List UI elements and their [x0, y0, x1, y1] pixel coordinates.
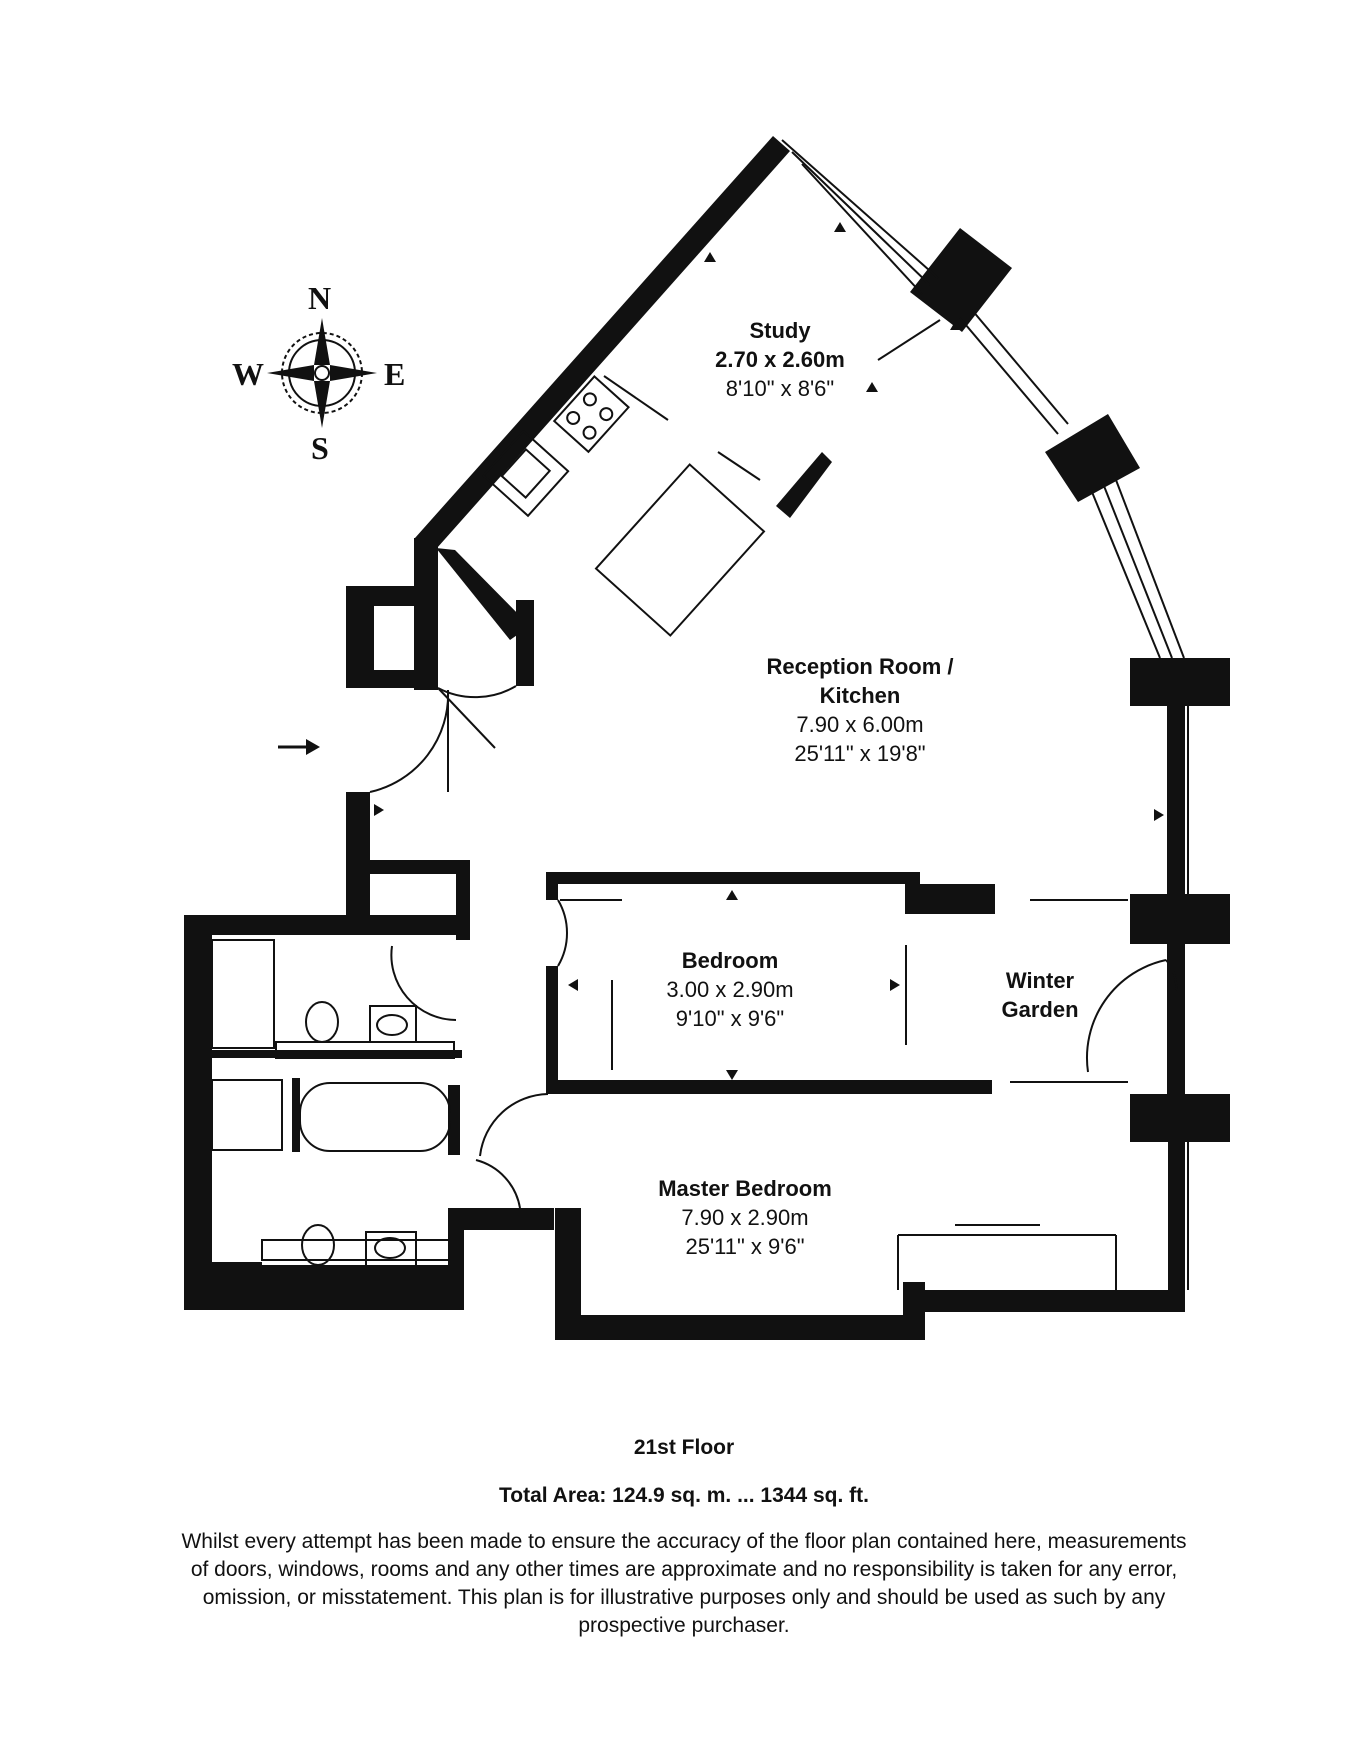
- room-metric: 7.90 x 2.90m: [681, 1205, 809, 1230]
- room-name: Study: [749, 318, 811, 343]
- room-label-master-bedroom: Master Bedroom 7.90 x 2.90m 25'11" x 9'6…: [630, 1174, 860, 1261]
- disclaimer: Whilst every attempt has been made to en…: [0, 1528, 1368, 1640]
- disclaimer-line: of doors, windows, rooms and any other t…: [190, 1558, 1178, 1581]
- room-label-reception: Reception Room / Kitchen 7.90 x 6.00m 25…: [720, 652, 1000, 768]
- room-metric: 2.70 x 2.60m: [715, 347, 845, 372]
- compass-east: E: [384, 356, 406, 392]
- room-label-winter-garden: Winter Garden: [980, 966, 1100, 1024]
- disclaimer-line: prospective purchaser.: [578, 1614, 790, 1637]
- room-name-line1: Winter: [1005, 968, 1075, 993]
- fittings: [211, 319, 1178, 1290]
- room-name: Bedroom: [681, 948, 779, 973]
- room-imperial: 8'10" x 8'6": [725, 376, 835, 401]
- floor-title: 21st Floor: [633, 1436, 735, 1459]
- room-label-bedroom: Bedroom 3.00 x 2.90m 9'10" x 9'6": [630, 946, 830, 1033]
- room-name-line1: Reception Room /: [766, 654, 954, 679]
- room-name-line2: Garden: [1001, 997, 1079, 1022]
- windows: [781, 139, 1189, 1290]
- entrance-arrow-icon: [278, 739, 320, 755]
- room-name-line2: Kitchen: [819, 683, 901, 708]
- walls: [184, 136, 1230, 1340]
- compass-south: S: [311, 430, 329, 466]
- room-name: Master Bedroom: [658, 1176, 832, 1201]
- disclaimer-line: Whilst every attempt has been made to en…: [181, 1530, 1187, 1553]
- room-imperial: 9'10" x 9'6": [675, 1006, 785, 1031]
- room-imperial: 25'11" x 9'6": [685, 1234, 805, 1259]
- compass-rose-icon: [267, 318, 377, 428]
- disclaimer-line: omission, or misstatement. This plan is …: [202, 1586, 1166, 1609]
- total-area: Total Area: 124.9 sq. m. ... 1344 sq. ft…: [499, 1484, 869, 1507]
- room-label-study: Study 2.70 x 2.60m 8'10" x 8'6": [680, 316, 880, 403]
- window-markers: [374, 222, 1164, 1080]
- compass-west: W: [232, 356, 264, 392]
- floor-plan: [184, 136, 1230, 1340]
- room-imperial: 25'11" x 19'8": [794, 741, 926, 766]
- room-metric: 3.00 x 2.90m: [666, 977, 794, 1002]
- compass-north: N: [308, 280, 332, 316]
- room-metric: 7.90 x 6.00m: [796, 712, 924, 737]
